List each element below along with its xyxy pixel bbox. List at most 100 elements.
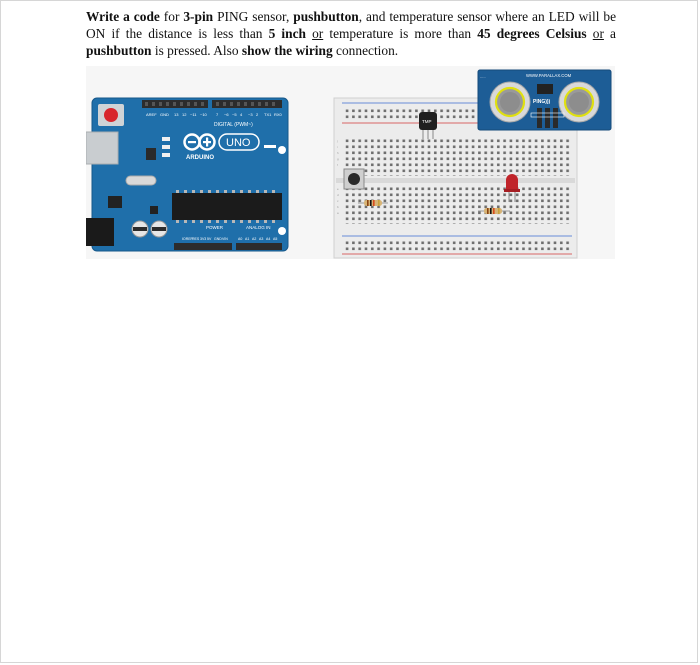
tmp-label: TMP bbox=[422, 119, 432, 124]
svg-text:A2: A2 bbox=[252, 237, 256, 241]
tmp-body bbox=[419, 112, 437, 130]
svg-text:~6: ~6 bbox=[224, 112, 229, 117]
svg-text:~5: ~5 bbox=[232, 112, 237, 117]
svg-text:RX0: RX0 bbox=[274, 112, 283, 117]
svg-text:2: 2 bbox=[256, 112, 259, 117]
label-uno: UNO bbox=[226, 137, 251, 149]
bottom-power-rail-holes bbox=[344, 240, 572, 252]
smd-chip bbox=[146, 148, 156, 160]
svg-text:A3: A3 bbox=[259, 237, 263, 241]
svg-text:~3: ~3 bbox=[248, 112, 253, 117]
svg-text:a: a bbox=[337, 211, 339, 215]
label-digital: DIGITAL (PWM~) bbox=[214, 122, 253, 128]
q-text: is pressed. Also bbox=[151, 42, 242, 58]
analog-header bbox=[236, 243, 282, 250]
arduino-logo bbox=[183, 133, 216, 151]
svg-text:~11: ~11 bbox=[190, 112, 197, 117]
icsp-header bbox=[108, 196, 122, 208]
led-body bbox=[506, 174, 518, 190]
svg-text:12: 12 bbox=[182, 112, 187, 117]
svg-text:j: j bbox=[336, 139, 338, 143]
pushbutton-cap bbox=[348, 173, 360, 185]
svg-text:VIN: VIN bbox=[222, 237, 228, 241]
ping-url: WWW.PARALLAX.COM bbox=[526, 73, 572, 78]
svg-text:5V: 5V bbox=[207, 237, 212, 241]
indicator-led-l bbox=[162, 137, 170, 141]
on-led bbox=[264, 145, 276, 148]
svg-text:g: g bbox=[337, 157, 339, 161]
ping-chip bbox=[537, 84, 553, 94]
q-bold-wiring: show the wiring bbox=[241, 42, 333, 58]
svg-text:d: d bbox=[337, 193, 339, 197]
resistor-2 bbox=[478, 208, 510, 214]
reset-button bbox=[104, 108, 118, 122]
bottom-terminal-holes bbox=[344, 186, 572, 224]
q-text: a bbox=[603, 25, 616, 41]
svg-text:h: h bbox=[337, 151, 339, 155]
svg-text:3V3: 3V3 bbox=[200, 237, 206, 241]
svg-text:e: e bbox=[337, 187, 339, 191]
ping-pin-sig bbox=[553, 108, 558, 128]
q-bold-3pin: 3-pin bbox=[183, 9, 214, 24]
mount-hole-tr bbox=[278, 146, 286, 154]
svg-text:IOREF: IOREF bbox=[182, 237, 193, 241]
label-analog: ANALOG IN bbox=[246, 225, 271, 230]
resistor-1 bbox=[358, 200, 388, 206]
svg-text:TX1: TX1 bbox=[264, 112, 272, 117]
q-bold-write-code: Write a code bbox=[86, 9, 160, 24]
svg-text:7: 7 bbox=[216, 112, 219, 117]
top-terminal-holes bbox=[344, 138, 572, 176]
indicator-led-rx bbox=[162, 153, 170, 157]
center-channel bbox=[336, 178, 575, 183]
svg-text:b: b bbox=[337, 205, 339, 209]
pushbutton bbox=[343, 168, 365, 190]
ping-pin-gnd bbox=[537, 108, 542, 128]
svg-text:AREF: AREF bbox=[146, 112, 157, 117]
indicator-led-tx bbox=[162, 145, 170, 149]
q-bold-pushbutton: pushbutton bbox=[293, 9, 359, 24]
ping-small-label: ..... bbox=[480, 74, 486, 79]
q-bold-5inch: 5 inch bbox=[268, 25, 306, 41]
q-text: PING sensor, bbox=[213, 9, 294, 24]
atmega-chip bbox=[172, 193, 282, 220]
power-header bbox=[174, 243, 232, 250]
power-jack bbox=[86, 218, 114, 246]
q-bold-45deg: 45 degrees Celsius bbox=[477, 25, 587, 41]
crystal-oscillator bbox=[125, 175, 157, 186]
usb-connector bbox=[85, 131, 119, 165]
svg-text:A0: A0 bbox=[238, 237, 242, 241]
q-bold-pushbutton-2: pushbutton bbox=[86, 42, 152, 58]
svg-text:A1: A1 bbox=[245, 237, 249, 241]
ping-sensor: ..... WWW.PARALLAX.COM PING))) bbox=[477, 69, 612, 131]
svg-text:GND: GND bbox=[214, 237, 222, 241]
label-power: POWER bbox=[206, 225, 224, 230]
svg-text:c: c bbox=[337, 199, 339, 203]
q-text: connection. bbox=[332, 42, 399, 58]
q-underline-or: or bbox=[312, 25, 324, 41]
q-underline-or-2: or bbox=[592, 25, 604, 41]
red-led bbox=[504, 174, 520, 202]
svg-text:A5: A5 bbox=[273, 237, 277, 241]
svg-text:RES: RES bbox=[192, 237, 200, 241]
label-arduino: ARDUINO bbox=[186, 155, 214, 161]
svg-text:~10: ~10 bbox=[200, 112, 208, 117]
svg-text:A4: A4 bbox=[266, 237, 270, 241]
icsp-header-2 bbox=[150, 206, 158, 214]
uno-badge bbox=[218, 133, 260, 151]
svg-text:4: 4 bbox=[240, 112, 243, 117]
q-text: temperature is more than bbox=[323, 25, 478, 41]
svg-text:13: 13 bbox=[174, 112, 179, 117]
q-text: , and temperature sensor where an LED wi… bbox=[86, 9, 617, 41]
q-text: for bbox=[159, 9, 184, 24]
svg-text:i: i bbox=[337, 145, 338, 149]
svg-text:GND: GND bbox=[160, 112, 169, 117]
ping-pin-5v bbox=[545, 108, 550, 128]
ping-model-label: PING))) bbox=[533, 99, 551, 105]
temperature-sensor: TMP bbox=[419, 112, 437, 139]
svg-text:f: f bbox=[337, 163, 338, 167]
question-text: Write a code for 3-pin PING sensor, push… bbox=[86, 9, 616, 59]
